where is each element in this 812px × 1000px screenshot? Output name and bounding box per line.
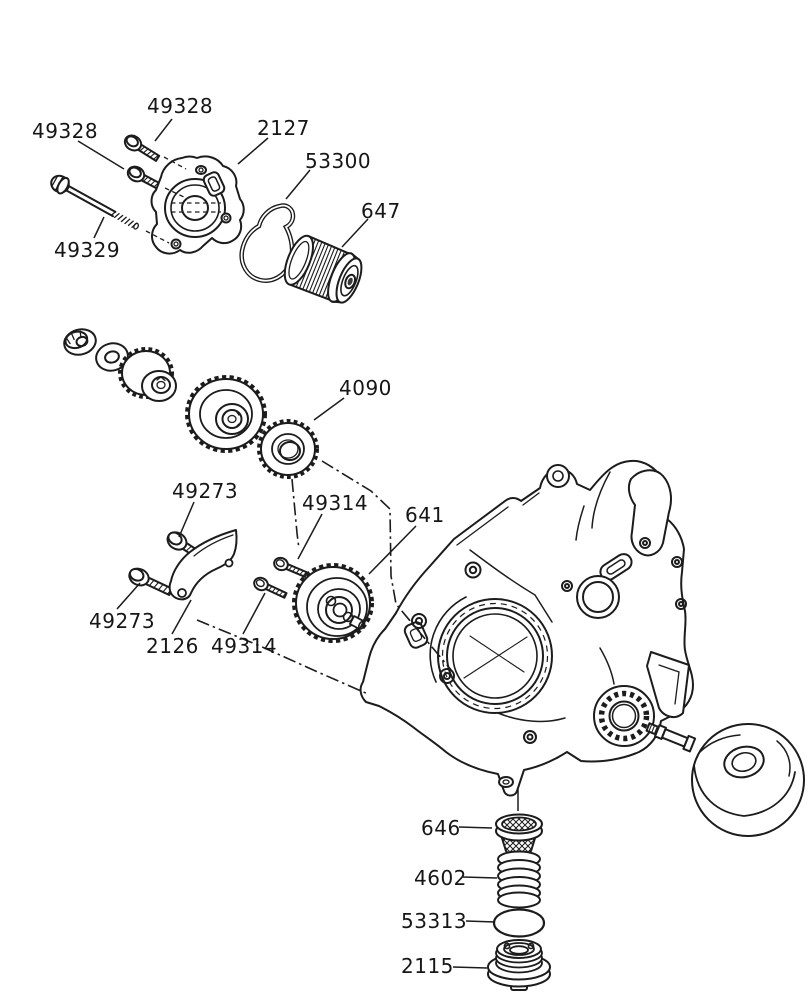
part-label-49314-bottom: 49314 bbox=[211, 634, 278, 658]
bearing-drawing bbox=[593, 685, 655, 747]
strainer-646-drawing bbox=[495, 813, 543, 856]
flange-nut-drawing bbox=[63, 328, 97, 356]
part-label-49273-top: 49273 bbox=[172, 479, 239, 503]
screw-49314-b-drawing bbox=[253, 576, 288, 599]
part-label-4090: 4090 bbox=[339, 376, 392, 400]
bolt-49328-b-drawing bbox=[126, 165, 165, 192]
part-label-4602: 4602 bbox=[414, 866, 467, 890]
gear-4090-drawing bbox=[257, 419, 319, 479]
oil-pump-gear-641-drawing bbox=[292, 563, 374, 643]
alignment-centerlines bbox=[196, 460, 453, 695]
oil-filter-647-drawing bbox=[283, 234, 363, 304]
part-label-2115: 2115 bbox=[401, 954, 454, 978]
part-label-53300: 53300 bbox=[305, 149, 372, 173]
part-label-53313: 53313 bbox=[401, 909, 468, 933]
part-label-49314-top: 49314 bbox=[302, 491, 369, 515]
part-label-49328-top: 49328 bbox=[147, 94, 214, 118]
crankshaft-drawing bbox=[645, 722, 805, 837]
part-label-647: 647 bbox=[361, 199, 401, 223]
screw-49314-a-drawing bbox=[273, 556, 308, 578]
spring-4602-drawing bbox=[497, 850, 541, 909]
oil-pump-cover-2127-drawing bbox=[150, 155, 245, 255]
gear-b-drawing bbox=[185, 375, 267, 453]
leader-lines bbox=[77, 118, 498, 969]
hidden-assembly-lines bbox=[145, 156, 187, 244]
part-label-2126: 2126 bbox=[146, 634, 199, 658]
part-label-49329: 49329 bbox=[54, 238, 121, 262]
bolt-49273-b-drawing bbox=[128, 567, 174, 596]
gear-a-drawing bbox=[118, 347, 177, 402]
part-label-49273-bottom: 49273 bbox=[89, 609, 156, 633]
part-label-646: 646 bbox=[421, 816, 461, 840]
part-label-2127: 2127 bbox=[257, 116, 310, 140]
bolt-49328-a-drawing bbox=[123, 134, 161, 162]
gasket-plate-2126-drawing bbox=[168, 529, 238, 601]
part-label-49328-left: 49328 bbox=[32, 119, 99, 143]
cap-2115-drawing bbox=[487, 939, 551, 991]
o-ring-53313-drawing bbox=[492, 908, 546, 938]
bolt-49329-drawing bbox=[50, 174, 140, 230]
o-ring-53300-drawing bbox=[239, 203, 296, 283]
part-label-641: 641 bbox=[405, 503, 445, 527]
